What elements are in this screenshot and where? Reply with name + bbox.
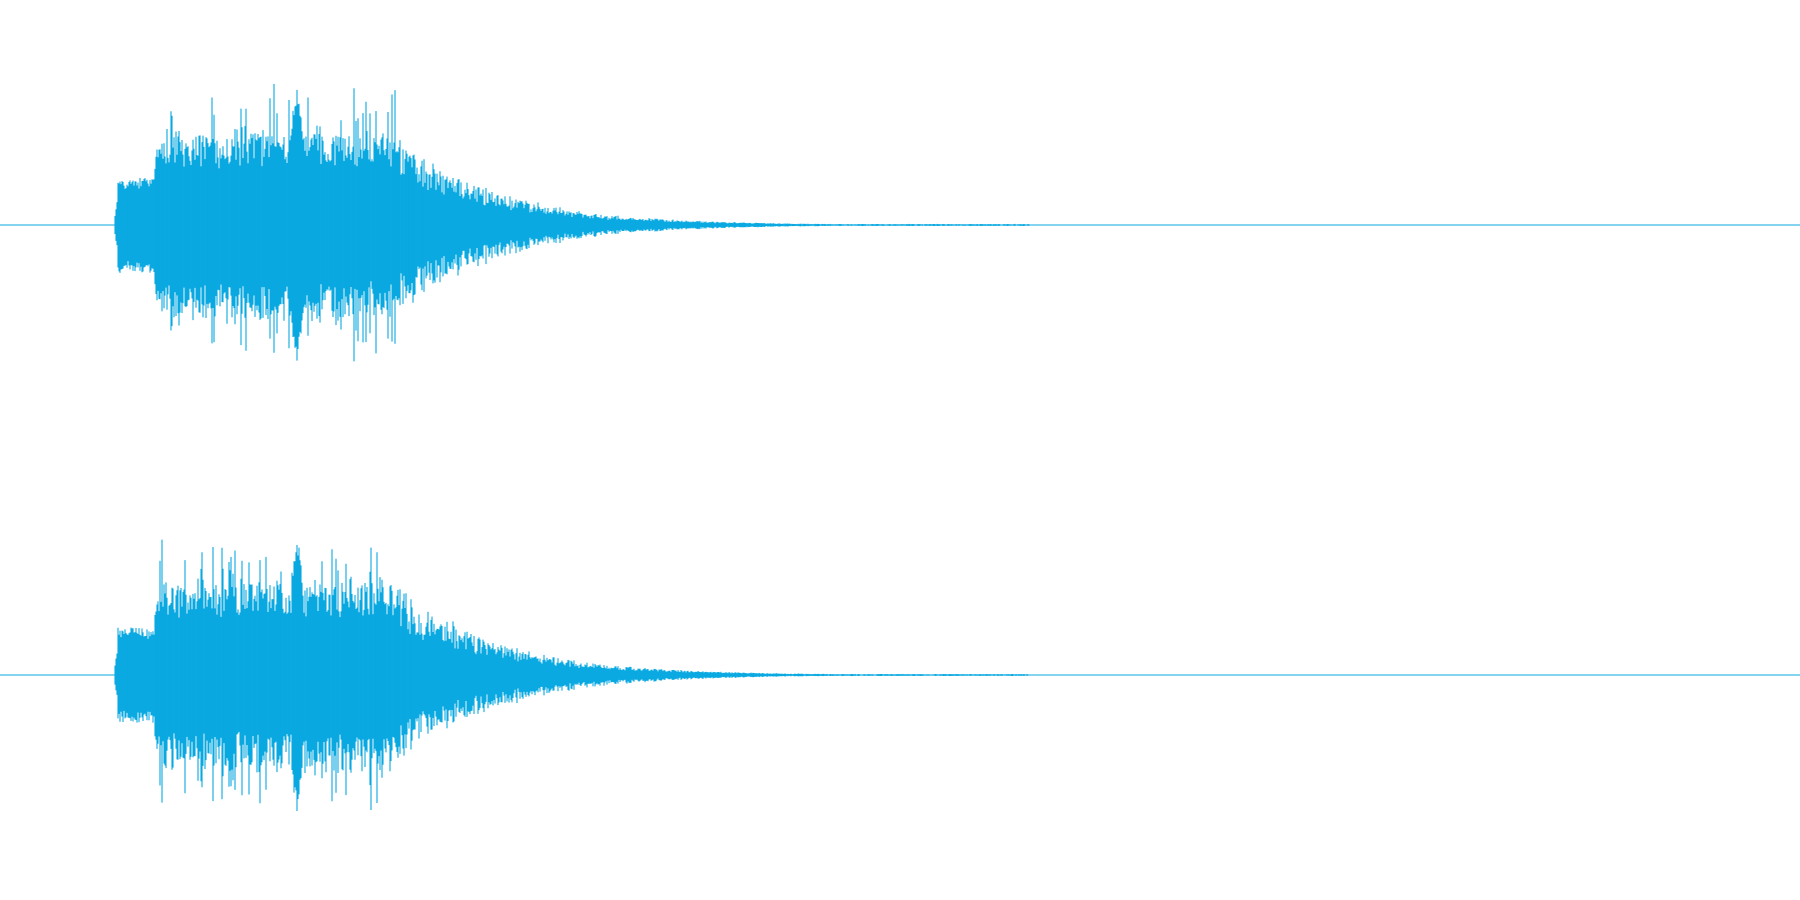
channel-left-envelope bbox=[114, 83, 1030, 362]
channel-right-waveform[interactable] bbox=[0, 450, 1800, 900]
channel-left-svg bbox=[0, 83, 1800, 362]
channel-right-envelope bbox=[114, 539, 1030, 811]
channel-right-svg bbox=[0, 539, 1800, 811]
channel-left-waveform[interactable] bbox=[0, 0, 1800, 450]
